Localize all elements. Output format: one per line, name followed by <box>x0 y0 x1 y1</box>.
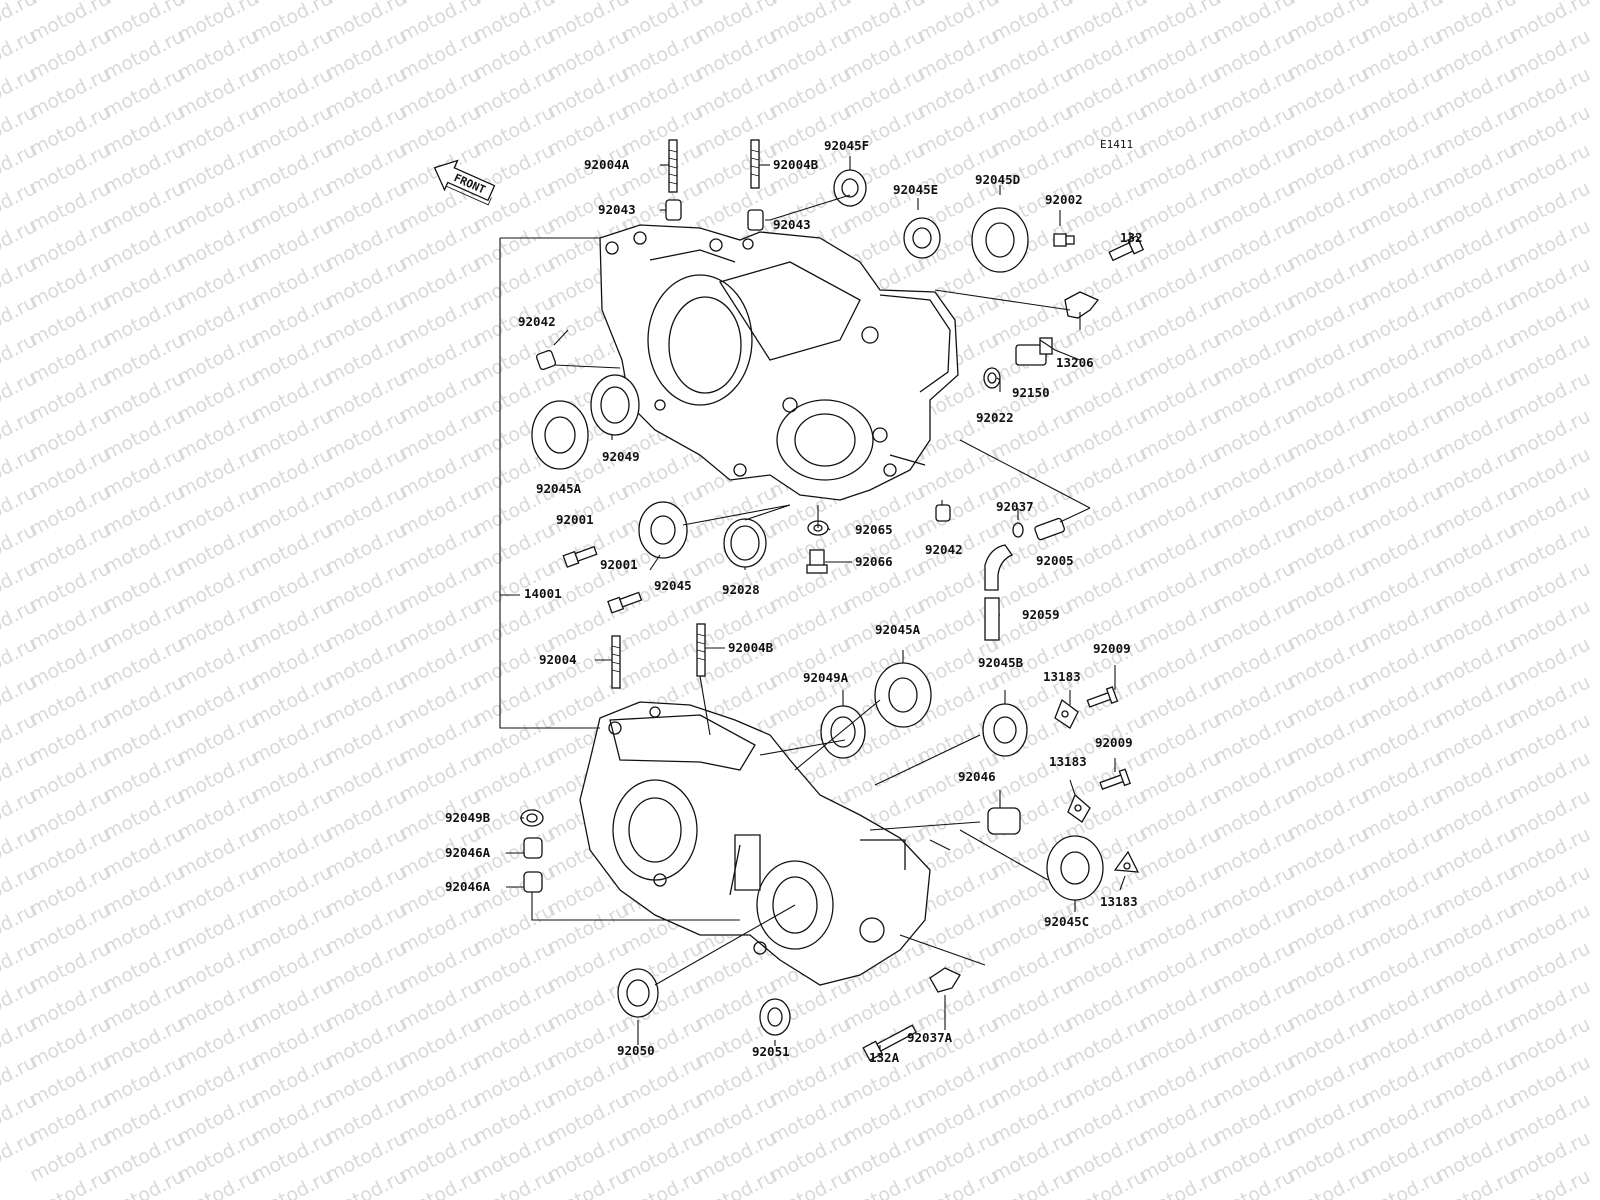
label-92043-right: 92043 <box>773 217 811 232</box>
label-13183-b: 13183 <box>1049 754 1087 769</box>
dowel-92043-left <box>665 199 682 221</box>
bearing-92045E <box>903 217 941 259</box>
label-92045F: 92045F <box>824 138 869 153</box>
label-92050: 92050 <box>617 1043 655 1058</box>
seal-92049 <box>590 374 640 436</box>
bearing-92045D <box>971 207 1029 273</box>
label-92042-top: 92042 <box>518 314 556 329</box>
label-92043-left: 92043 <box>598 202 636 217</box>
fitting-92150 <box>1015 337 1053 366</box>
bearing-92045B <box>982 703 1028 757</box>
label-92059: 92059 <box>1022 607 1060 622</box>
dowel-92042-mid <box>935 504 951 522</box>
label-13183-c: 13183 <box>1100 894 1138 909</box>
label-92042-mid: 92042 <box>925 542 963 557</box>
label-132A: 132A <box>869 1050 900 1065</box>
label-92009-a: 92009 <box>1093 641 1131 656</box>
label-92045B: 92045B <box>978 655 1024 670</box>
seal-92049A <box>820 705 866 759</box>
bolt-92002 <box>1053 233 1075 247</box>
seal-92049B <box>520 809 544 827</box>
label-92001-b: 92001 <box>600 557 638 572</box>
label-92045: 92045 <box>654 578 692 593</box>
label-92028: 92028 <box>722 582 760 597</box>
label-92150: 92150 <box>1012 385 1050 400</box>
needle-bearing-92046 <box>987 807 1021 835</box>
label-92046A-b: 92046A <box>445 879 491 894</box>
diagram-code: E1411 <box>1100 138 1133 151</box>
needle-bearing-92046A-b <box>523 871 543 893</box>
label-92009-b: 92009 <box>1095 735 1133 750</box>
label-92004: 92004 <box>539 652 577 667</box>
label-92045C: 92045C <box>1044 914 1089 929</box>
label-92051: 92051 <box>752 1044 790 1059</box>
dowel-92043-right <box>747 209 764 231</box>
stud-92004 <box>611 635 621 689</box>
seal-92050 <box>617 968 659 1018</box>
label-92045A-top: 92045A <box>536 481 582 496</box>
bearing-92045A-bottom <box>874 662 932 728</box>
label-92046A-a: 92046A <box>445 845 491 860</box>
bearing-92045 <box>638 501 688 559</box>
stud-92004B-top <box>750 139 760 189</box>
label-92022: 92022 <box>976 410 1014 425</box>
stud-92004A <box>668 139 678 193</box>
label-92001-a: 92001 <box>556 512 594 527</box>
needle-bearing-92046A-a <box>523 837 543 859</box>
stud-92004B-bottom <box>696 623 706 677</box>
label-92045E: 92045E <box>893 182 938 197</box>
label-92004A: 92004A <box>584 157 630 172</box>
label-92065: 92065 <box>855 522 893 537</box>
label-14001: 14001 <box>524 586 562 601</box>
seal-92051 <box>759 998 791 1036</box>
label-92004B-top: 92004B <box>773 157 819 172</box>
label-92005: 92005 <box>1036 553 1074 568</box>
label-92004B-bottom: 92004B <box>728 640 774 655</box>
label-92049A: 92049A <box>803 670 849 685</box>
plug-92066 <box>806 549 828 574</box>
label-92045D: 92045D <box>975 172 1020 187</box>
label-92049: 92049 <box>602 449 640 464</box>
label-92045A-bottom: 92045A <box>875 622 921 637</box>
label-13183-a: 13183 <box>1043 669 1081 684</box>
bearing-92045C <box>1046 835 1104 901</box>
label-132: 132 <box>1120 230 1143 245</box>
label-92046: 92046 <box>958 769 996 784</box>
label-92066: 92066 <box>855 554 893 569</box>
label-92037A: 92037A <box>907 1030 953 1045</box>
label-92037: 92037 <box>996 499 1034 514</box>
bearing-92045A-top <box>531 400 589 470</box>
label-92002: 92002 <box>1045 192 1083 207</box>
bearing-92045F <box>833 169 867 207</box>
sleeve-92028 <box>723 518 767 568</box>
label-92049B: 92049B <box>445 810 491 825</box>
label-13206: 13206 <box>1056 355 1094 370</box>
